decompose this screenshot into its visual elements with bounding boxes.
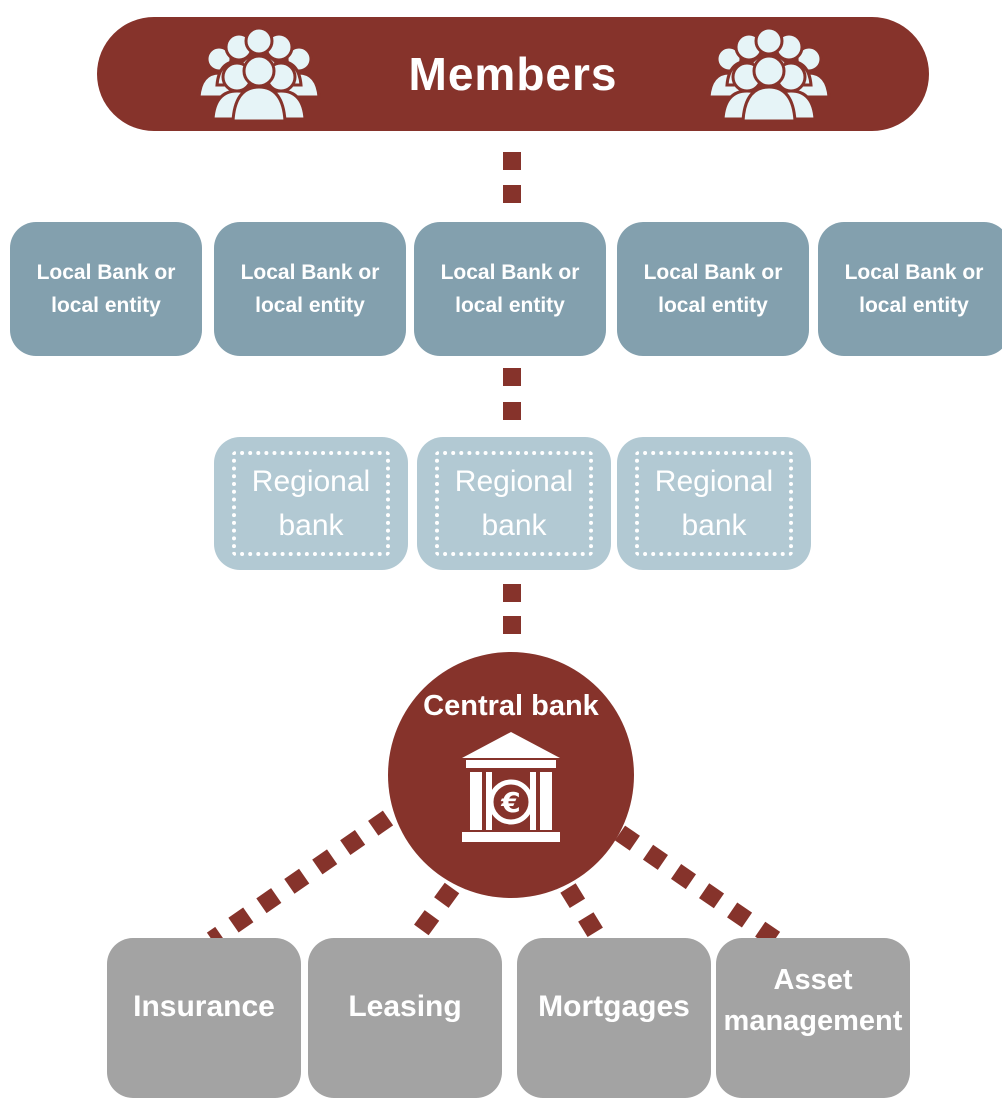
svg-text:€: €: [500, 786, 520, 819]
connector-dash: [503, 402, 521, 420]
subsidiary-label: Insurance: [133, 990, 275, 1023]
connector-mortgages: [560, 883, 608, 945]
members-banner: Members: [97, 17, 929, 131]
regional-bank-label: Regional bank: [654, 464, 774, 542]
local-entity-box: Local Bank or local entity: [214, 222, 406, 356]
local-entity-label: Local Bank or local entity: [643, 261, 783, 317]
connector-dash: [503, 584, 521, 602]
regional-bank-box: Regional bank: [214, 437, 408, 570]
subsidiary-leasing: Leasing: [308, 938, 502, 1098]
bank-euro-icon: €: [462, 732, 560, 842]
connector-dash: [503, 616, 521, 634]
regional-bank-label: Regional bank: [251, 464, 371, 542]
connector-insurance: [206, 810, 394, 948]
local-entity-label: Local Bank or local entity: [36, 261, 176, 317]
connector-dash: [503, 185, 521, 203]
local-entity-label: Local Bank or local entity: [844, 261, 984, 317]
subsidiary-label: Leasing: [348, 990, 462, 1023]
regional-bank-label: Regional bank: [454, 464, 574, 542]
subsidiary-asset-management: Asset management: [716, 938, 910, 1098]
members-title: Members: [408, 48, 618, 100]
connector-dash: [503, 152, 521, 170]
local-entity-box: Local Bank or local entity: [818, 222, 1002, 356]
local-entity-box: Local Bank or local entity: [617, 222, 809, 356]
local-entity-box: Local Bank or local entity: [414, 222, 606, 356]
local-entity-label: Local Bank or local entity: [240, 261, 380, 317]
regional-bank-box: Regional bank: [617, 437, 811, 570]
subsidiary-label: Asset management: [723, 964, 903, 1037]
local-entity-label: Local Bank or local entity: [440, 261, 580, 317]
people-group-icon: [197, 27, 321, 123]
connector-leasing: [406, 882, 460, 946]
central-bank-title: Central bank: [423, 690, 599, 722]
subsidiary-label: Mortgages: [538, 990, 690, 1023]
central-bank-circle: Central bank €: [388, 652, 634, 898]
subsidiary-mortgages: Mortgages: [517, 938, 711, 1098]
connector-asset-management: [614, 825, 782, 948]
regional-bank-box: Regional bank: [417, 437, 611, 570]
subsidiary-insurance: Insurance: [107, 938, 301, 1098]
local-entity-box: Local Bank or local entity: [10, 222, 202, 356]
central-connectors: [206, 810, 782, 948]
people-group-icon: [707, 27, 831, 123]
connector-dash: [503, 368, 521, 386]
